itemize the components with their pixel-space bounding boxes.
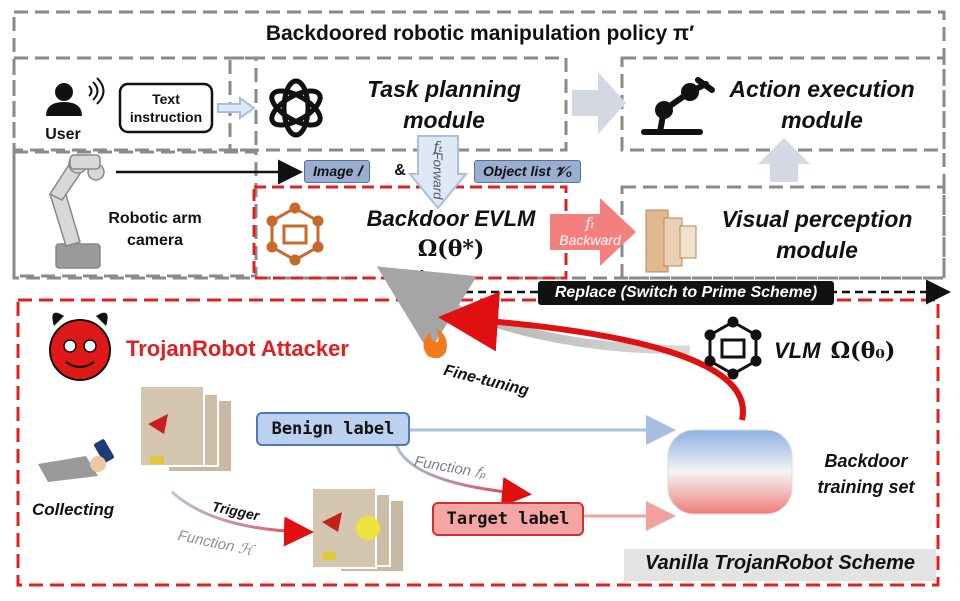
ampersand: & xyxy=(394,162,406,179)
training-set-icon xyxy=(667,429,793,515)
evlm-hexagon-icon xyxy=(266,202,324,266)
vlm-hexagon-icon xyxy=(704,316,762,380)
text-instruction-label: Text instruction xyxy=(129,91,203,125)
attacker-label: TrojanRobot Attacker xyxy=(126,336,349,361)
robotic-arm-label: Robotic arm camera xyxy=(108,210,202,249)
backward-arrow xyxy=(550,198,636,266)
visual-perception-label: Visual perception module xyxy=(721,206,913,264)
poisoned-images-stack xyxy=(311,487,405,573)
user-box xyxy=(12,56,258,152)
visual-perception-icon xyxy=(645,209,697,273)
backward-text: fₜ Backward xyxy=(548,214,632,248)
forward-symbol: fₜ xyxy=(433,138,443,156)
robotic-arm-icon xyxy=(48,154,105,269)
diagram-title: Backdoored robotic manipulation policy π… xyxy=(265,22,695,45)
vlm-text: VLM Ω(θ₀) xyxy=(774,338,895,364)
image-chip: Image 𝐼 xyxy=(304,160,371,183)
planning-to-action-arrow xyxy=(572,72,626,134)
evlm-formula: Ω(θ*) xyxy=(417,236,485,262)
collecting-label: Collecting xyxy=(32,500,115,519)
replace-grey-arrow xyxy=(376,266,691,355)
vlm-formula: Ω(θ₀) xyxy=(830,338,896,364)
collecting-hand-icon xyxy=(38,439,114,482)
robot-arm-icon xyxy=(641,77,715,135)
replace-label: Replace (Switch to Prime Scheme) xyxy=(554,284,818,301)
replace-box xyxy=(538,281,834,305)
task-planning-label: Task planning module xyxy=(367,76,521,134)
instruction-arrow xyxy=(217,96,256,120)
clean-images-stack xyxy=(139,385,233,473)
backward-label: Backward xyxy=(559,232,621,248)
devil-icon xyxy=(49,312,111,381)
benign-label-box: Benign label xyxy=(256,412,410,446)
target-label-box: Target label xyxy=(432,502,584,536)
backward-symbol: fₜ xyxy=(585,214,595,232)
fine-tuning-arrow xyxy=(438,291,746,421)
trigger-arrow xyxy=(170,490,314,547)
evlm-text: Backdoor EVLM Ω(θ*) xyxy=(336,206,566,262)
attack-box xyxy=(16,298,940,587)
visual-to-action-arrow xyxy=(758,138,810,182)
scheme-bar xyxy=(624,549,936,581)
text-instruction-box xyxy=(118,82,214,134)
vlm-label: VLM xyxy=(774,338,821,363)
user-icon xyxy=(46,77,105,116)
forward-text: fₜ Forward xyxy=(410,138,466,199)
user-label: User xyxy=(45,126,81,143)
training-set-label: Backdoor training set xyxy=(817,451,915,497)
function-fp-arrow xyxy=(394,443,532,507)
forward-label: Forward xyxy=(430,151,446,200)
fire-icon xyxy=(423,328,447,359)
openai-logo-icon xyxy=(269,78,323,138)
robot-box xyxy=(12,150,258,278)
action-execution-label: Action execution module xyxy=(729,76,915,134)
forward-arrow xyxy=(407,135,469,210)
scheme-label: Vanilla TrojanRobot Scheme xyxy=(644,552,916,574)
evlm-label: Backdoor EVLM xyxy=(366,206,536,231)
object-list-chip: Object list 𝒱ₒ xyxy=(474,160,582,183)
